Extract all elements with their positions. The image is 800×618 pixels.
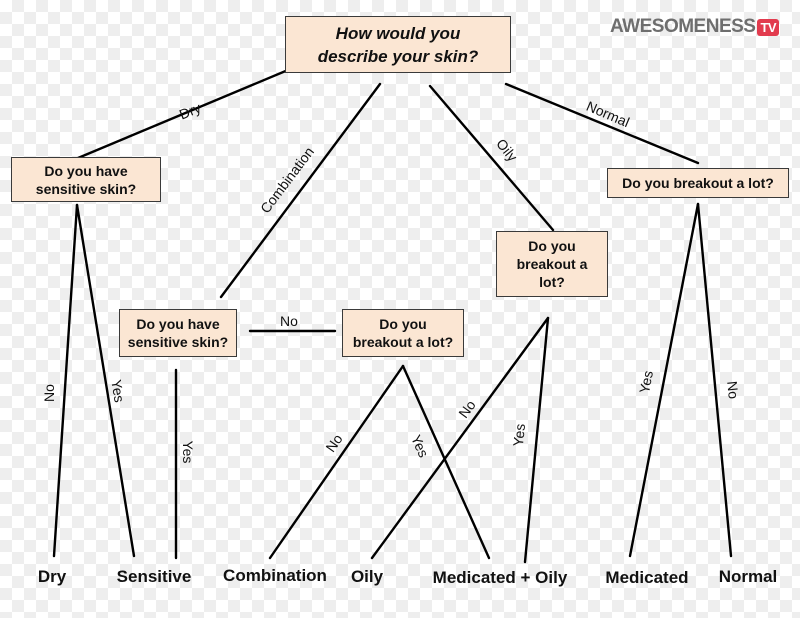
dry-question-line1: Do you have — [44, 162, 128, 179]
edge-root-combination — [219, 82, 382, 299]
edge-label-dry-no: No — [41, 384, 57, 402]
edge-dry-yes — [75, 203, 136, 558]
edge-label-combo-no: No — [280, 313, 298, 329]
edge-oily-no — [370, 316, 550, 560]
combo-question-line2: sensitive skin? — [127, 334, 229, 350]
brand-logo-text: AWESOMENESS — [610, 16, 756, 37]
edge-root-normal — [504, 82, 700, 165]
edge-normal-yes — [628, 202, 700, 558]
result-dry: Dry — [37, 567, 67, 586]
result-sensitive: Sensitive — [116, 567, 192, 586]
root-question-line2: describe your skin? — [317, 46, 479, 66]
oily-question-line2: breakout a — [516, 256, 588, 272]
combo-question-line1: Do you have — [136, 316, 220, 332]
normal-question-line1: Do you breakout a lot? — [622, 175, 774, 191]
edge-normal-no — [696, 202, 733, 558]
dry-question-line2: sensitive skin? — [35, 180, 137, 197]
brand-logo: AWESOMENESS TV — [610, 16, 780, 38]
edge-root-oily — [428, 84, 555, 232]
edge-label-normal-no: No — [724, 380, 742, 400]
edge-label-oily-yes: Yes — [509, 422, 529, 448]
root-question-box: How would you describe your skin? — [285, 16, 511, 73]
brand-logo-badge: TV — [757, 18, 780, 36]
dry-sensitive-question-box: Do you have sensitive skin? — [11, 157, 161, 202]
combination-sensitive-question-box: Do you have sensitive skin? — [119, 309, 237, 357]
result-oily: Oily — [350, 567, 384, 586]
edge-combo-breakout-yes — [401, 364, 491, 560]
result-medicated-oily: Medicated + Oily — [432, 568, 568, 587]
edge-oily-yes — [523, 316, 550, 564]
oily-question-line1: Do you — [528, 238, 576, 254]
edge-root-dry — [76, 68, 290, 160]
result-medicated: Medicated — [605, 568, 689, 587]
oily-question-line3: lot? — [539, 274, 565, 290]
oily-breakout-question-box: Do you breakout a lot? — [496, 231, 608, 297]
edge-label-dry-yes: Yes — [108, 378, 128, 404]
result-normal: Normal — [718, 567, 778, 586]
edge-dry-no — [52, 203, 79, 558]
combo-breakout-line1: Do you — [379, 316, 427, 332]
combination-breakout-question-box: Do you breakout a lot? — [342, 309, 464, 357]
edge-label-combo-yes: Yes — [180, 440, 196, 464]
combo-breakout-line2: breakout a lot? — [352, 334, 454, 350]
result-combination: Combination — [223, 566, 327, 585]
edge-combo-breakout-no — [268, 364, 405, 560]
root-question-line1: How would you — [335, 23, 461, 43]
normal-breakout-question-box: Do you breakout a lot? — [607, 168, 789, 198]
